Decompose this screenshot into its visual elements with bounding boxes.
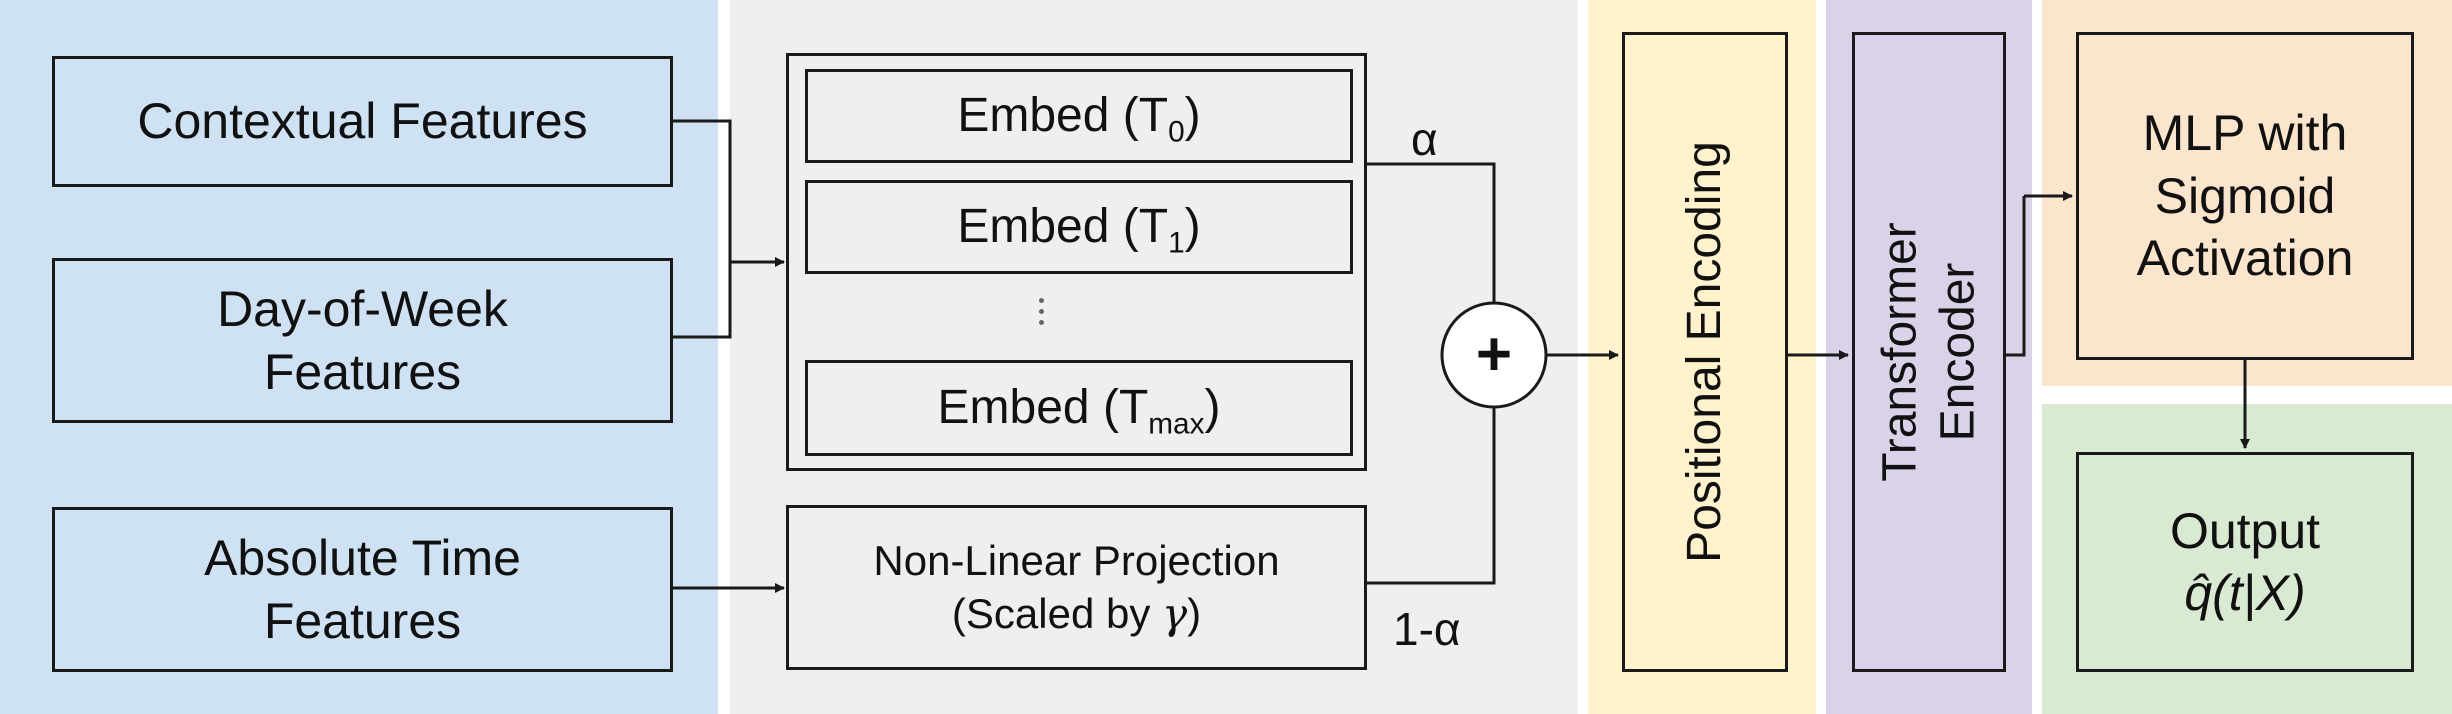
alpha-label: α [1411,113,1438,165]
one-minus-alpha-label: 1-α [1393,603,1461,655]
absolute-time-features-box: Absolute Time Features [52,507,673,672]
contextual-connector [673,119,732,262]
projection-label-line2: (Scaled by γ) [951,588,1202,638]
embed-t0-box: Embed (T0) [805,69,1353,163]
day-of-week-label-line2: Features [263,343,462,400]
non-linear-projection-box: Non-Linear Projection (Scaled by γ) [786,505,1367,670]
output-title: Output [2169,502,2321,559]
contextual-features-label: Contextual Features [137,93,588,150]
transformer-encoder-label: Transformer Encoder [1873,222,1984,482]
embed-t1-label: Embed (T1) [957,200,1201,260]
day-of-week-label-line1: Day-of-Week [217,281,508,337]
projection-label-line1: Non-Linear Projection [873,537,1280,584]
sum-plus-symbol: + [1475,320,1513,389]
mlp-label-line1: MLP with [2142,105,2348,162]
sum-circle [1440,301,1548,409]
output-formula: q̂(t|X) [2184,565,2306,621]
transformer-encoder-box: Transformer Encoder [1852,32,2006,672]
mlp-sigmoid-box: MLP with Sigmoid Activation [2076,32,2414,360]
mlp-label-line3: Activation [2136,230,2354,287]
output-box: Output q̂(t|X) [2076,452,2414,672]
day-of-week-connector [673,262,732,339]
alpha-connector [1367,162,1496,302]
positional-encoding-box: Positional Encoding [1622,32,1788,672]
contextual-features-box: Contextual Features [52,56,673,187]
absolute-time-label-line1: Absolute Time [204,530,521,586]
positional-encoding-label: Positional Encoding [1678,141,1732,563]
mlp-label-line2: Sigmoid [2154,167,2336,224]
one-minus-alpha-connector [1367,408,1496,585]
embed-t1-box: Embed (T1) [805,180,1353,274]
absolute-time-label-line2: Features [263,592,462,649]
embed-ellipsis [1039,298,1044,331]
embed-tmax-box: Embed (Tmax) [805,360,1353,456]
transformer-to-mlp-connector [2006,196,2026,357]
embed-t0-label: Embed (T0) [957,89,1201,149]
embed-tmax-label: Embed (Tmax) [937,381,1221,441]
day-of-week-features-box: Day-of-Week Features [52,258,673,423]
